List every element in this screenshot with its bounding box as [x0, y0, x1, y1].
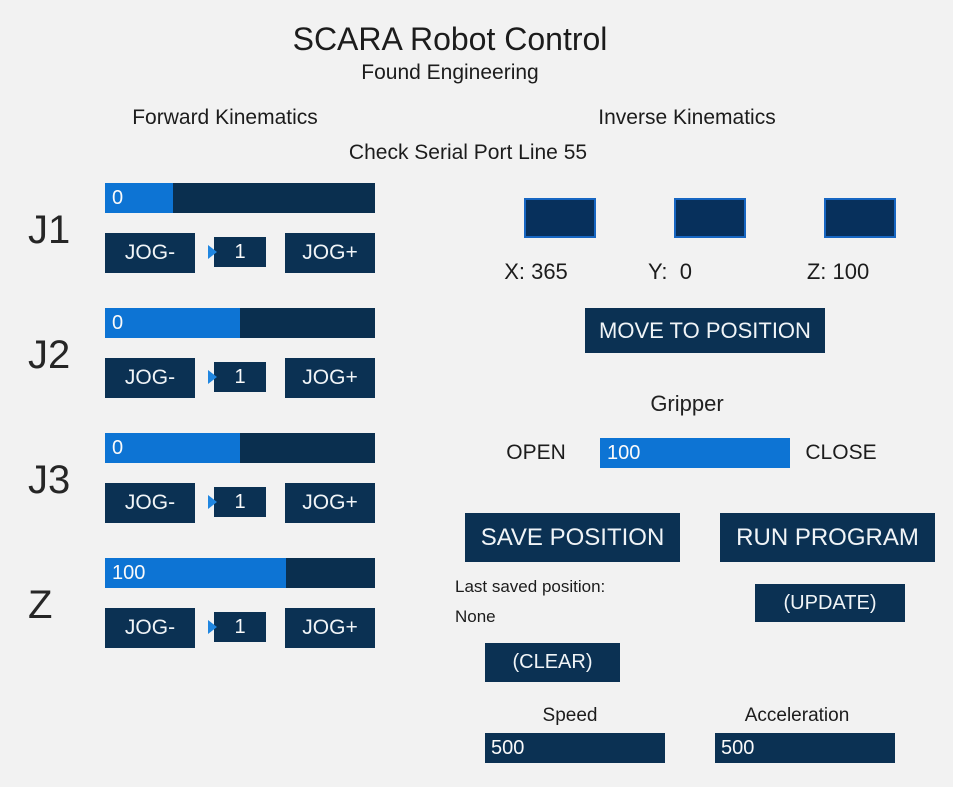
save-position-button[interactable]: SAVE POSITION: [465, 513, 680, 562]
gripper-open-label: OPEN: [506, 441, 566, 464]
j3-slider-value: 0: [112, 437, 124, 459]
z-slider-value: 100: [112, 562, 146, 584]
j3-slider-fill: [105, 433, 240, 463]
j3-step-value: 1: [234, 491, 246, 513]
acceleration-label: Acceleration: [744, 705, 850, 726]
j2-slider-fill: [105, 308, 240, 338]
j1-slider[interactable]: 0: [105, 183, 375, 213]
j1-step-spinbox[interactable]: 1: [208, 237, 266, 267]
j2-jog-minus-button[interactable]: JOG-: [105, 358, 195, 398]
j2-jog-plus-button[interactable]: JOG+: [285, 358, 375, 398]
z-step-value: 1: [234, 616, 246, 638]
spinbox-arrow-icon: [208, 245, 217, 259]
x-coordinate-label: X: 365: [504, 259, 568, 284]
clear-button[interactable]: (CLEAR): [485, 643, 620, 682]
last-saved-label: Last saved position:: [455, 577, 606, 596]
spinbox-arrow-icon: [208, 620, 217, 634]
speed-label: Speed: [542, 705, 598, 726]
spinbox-arrow-icon: [208, 495, 217, 509]
spinbox-arrow-icon: [208, 370, 217, 384]
j2-step-value: 1: [234, 366, 246, 388]
gripper-slider[interactable]: 100: [600, 438, 790, 468]
run-program-button[interactable]: RUN PROGRAM: [720, 513, 935, 562]
z-label: Z: [28, 583, 53, 627]
z-position-field[interactable]: [824, 198, 896, 238]
page-subtitle: Found Engineering: [361, 61, 539, 84]
j1-step-value: 1: [234, 241, 246, 263]
update-button[interactable]: (UPDATE): [755, 584, 905, 622]
page-title: SCARA Robot Control: [292, 21, 608, 57]
z-jog-minus-button[interactable]: JOG-: [105, 608, 195, 648]
j2-label: J2: [28, 333, 71, 377]
j1-slider-fill: [105, 183, 173, 213]
gripper-slider-value: 100: [607, 442, 641, 464]
j1-jog-plus-button[interactable]: JOG+: [285, 233, 375, 273]
joint-row-j1: J1 0 JOG- 1 JOG+: [0, 183, 420, 308]
move-to-position-button[interactable]: MOVE TO POSITION: [585, 308, 825, 353]
j3-jog-minus-button[interactable]: JOG-: [105, 483, 195, 523]
j3-slider[interactable]: 0: [105, 433, 375, 463]
j1-jog-minus-button[interactable]: JOG-: [105, 233, 195, 273]
acceleration-input[interactable]: [715, 733, 895, 763]
z-coordinate-label: Z: 100: [806, 259, 870, 284]
joint-row-j3: J3 0 JOG- 1 JOG+: [0, 433, 420, 558]
inverse-kinematics-heading: Inverse Kinematics: [598, 106, 776, 129]
gripper-close-label: CLOSE: [805, 441, 877, 464]
j1-slider-value: 0: [112, 187, 124, 209]
j3-label: J3: [28, 458, 71, 502]
forward-kinematics-heading: Forward Kinematics: [132, 106, 318, 129]
j2-slider[interactable]: 0: [105, 308, 375, 338]
j1-label: J1: [28, 208, 71, 252]
serial-port-status: Check Serial Port Line 55: [348, 141, 588, 164]
z-step-spinbox[interactable]: 1: [208, 612, 266, 642]
speed-input[interactable]: [485, 733, 665, 763]
y-coordinate-label: Y: 0: [647, 259, 693, 284]
gripper-slider-fill: [600, 438, 790, 468]
z-slider[interactable]: 100: [105, 558, 375, 588]
joint-row-z: Z 100 JOG- 1 JOG+: [0, 558, 420, 683]
last-saved-value: None: [455, 607, 496, 626]
header: SCARA Robot Control Found Engineering: [0, 20, 900, 86]
joint-row-j2: J2 0 JOG- 1 JOG+: [0, 308, 420, 433]
j2-slider-value: 0: [112, 312, 124, 334]
j3-jog-plus-button[interactable]: JOG+: [285, 483, 375, 523]
j2-step-spinbox[interactable]: 1: [208, 362, 266, 392]
z-jog-plus-button[interactable]: JOG+: [285, 608, 375, 648]
z-slider-fill: [105, 558, 286, 588]
gripper-heading: Gripper: [650, 391, 724, 416]
x-position-field[interactable]: [524, 198, 596, 238]
y-position-field[interactable]: [674, 198, 746, 238]
j3-step-spinbox[interactable]: 1: [208, 487, 266, 517]
